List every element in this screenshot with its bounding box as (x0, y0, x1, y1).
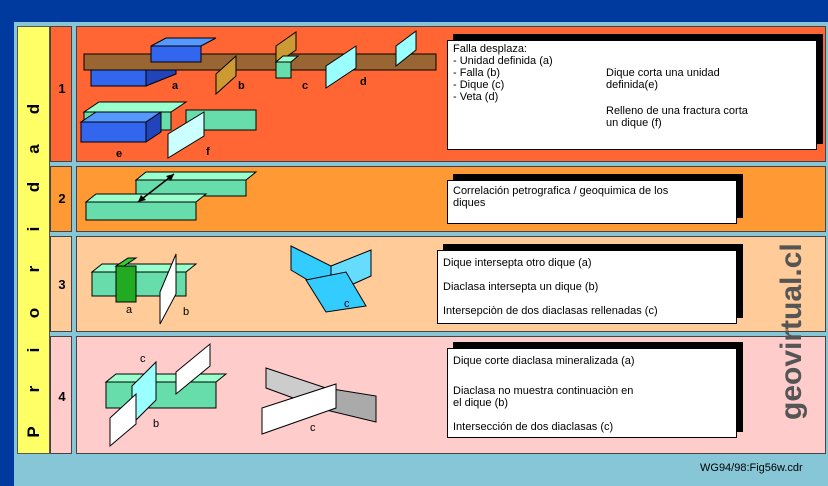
sidebar-letter-a: a (24, 144, 43, 154)
row2-textbox: Correlación petrografica / geoquimica de… (447, 180, 737, 224)
row1-text-left: Falla desplaza: - Unidad definida (a) - … (453, 43, 553, 103)
row1-fault-illustrations (79, 30, 437, 159)
row2-number: 2 (58, 191, 66, 206)
row3-label-b: b (183, 306, 190, 318)
row2-dike-correlation-illustration (84, 171, 258, 221)
row4-line-2: Diaclasa no muestra continuaciòn en el d… (453, 385, 634, 409)
row4-number: 4 (58, 389, 66, 404)
row4-textbox: Dique corte diaclasa mineralizada (a) Di… (447, 348, 737, 438)
sidebar-letter-o: o (24, 307, 43, 319)
figure-reference: WG94/98:Fig56w.cdr (700, 462, 803, 474)
row2-number-cell: 2 (50, 166, 72, 232)
row3-textbox: Dique intersepta otro dique (a) Diaclasa… (437, 250, 737, 324)
row1-label-f: f (206, 146, 210, 158)
row1-label-b: b (238, 80, 245, 92)
row1-textbox: Falla desplaza: - Unidad definida (a) - … (447, 40, 817, 150)
watermark-geovirtual: geovirtual.cl (775, 243, 808, 420)
row3-label-c: c (344, 298, 350, 310)
row3-label-a: a (126, 304, 133, 316)
row1-label-e: e (116, 148, 123, 160)
row4-line-3: Intersección de dos diaclasas (c) (453, 421, 614, 433)
row1-text-right-2: Relleno de una fractura corta un dique (… (606, 105, 748, 129)
row4-intersection-illustrations (104, 342, 377, 448)
sidebar-letter-r2: r (24, 265, 43, 273)
row1-number: 1 (58, 81, 66, 96)
row3-number-cell: 3 (50, 236, 72, 332)
row1-label-c: c (302, 80, 309, 92)
row4-number-cell: 4 (50, 336, 72, 454)
row4-line-1: Dique corte diaclasa mineralizada (a) (453, 355, 635, 367)
sidebar-letter-p: P (24, 426, 43, 438)
row3-line-3: Intersepciòn de dos diaclasas rellenadas… (443, 305, 658, 317)
sidebar-letter-i1: i (24, 347, 43, 353)
row3-intersection-illustrations (90, 245, 372, 325)
row4-label-c: c (310, 422, 316, 434)
sidebar-letter-d1: d (24, 181, 43, 193)
row1-text-right-1: Dique corta una unidad definida(e) (606, 67, 720, 91)
sidebar-letter-d2: d (24, 103, 43, 115)
priority-sidebar: P r i o r i d a d (17, 26, 50, 454)
row1-label-a: a (172, 80, 179, 92)
row1-label-d: d (360, 76, 367, 88)
row2-text: Correlación petrografica / geoquimica de… (453, 185, 669, 209)
row3-number: 3 (58, 277, 66, 292)
sidebar-letter-i2: i (24, 226, 43, 232)
row4-label-b: b (153, 418, 160, 430)
row1-number-cell: 1 (50, 26, 72, 162)
sidebar-letter-r1: r (24, 385, 43, 393)
row4-label-c-left: c (140, 353, 146, 365)
row3-line-2: Diaclasa intersepta un dique (b) (443, 281, 599, 293)
row3-line-1: Dique intersepta otro dique (a) (443, 257, 592, 269)
